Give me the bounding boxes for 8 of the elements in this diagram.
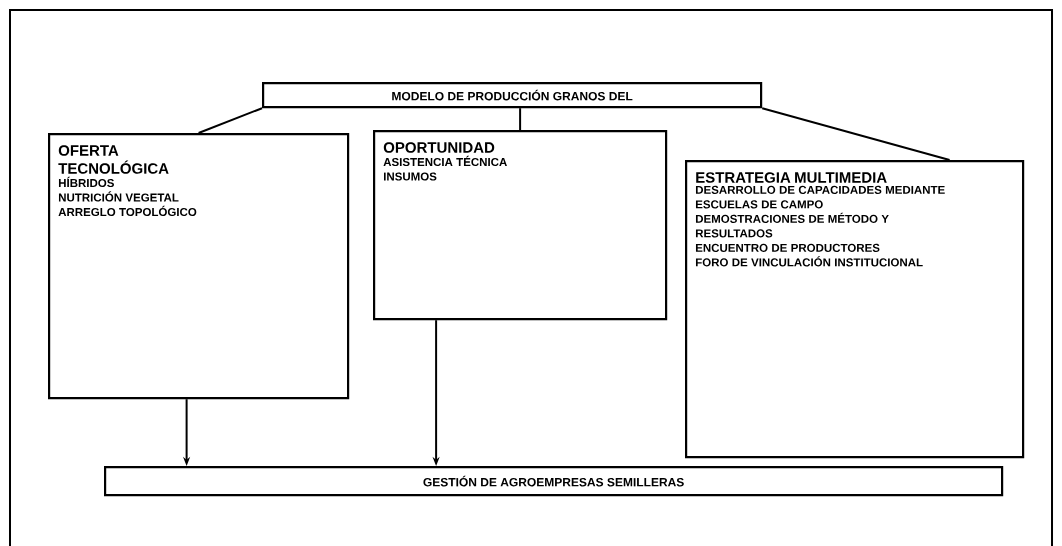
title-box: MODELO DE PRODUCCIÓN GRANOS DEL <box>262 82 763 109</box>
content-box: OPORTUNIDAD ASISTENCIA TÉCNICA INSUMOS <box>373 130 668 321</box>
title-box: GESTIÓN DE AGROEMPRESAS SEMILLERAS <box>104 466 1004 497</box>
connector-line <box>197 107 263 134</box>
content-box: ESTRATEGIA MULTIMEDIA DESARROLLO DE CAPACIDADES MEDIANTE ESCUELAS DE CAMPO DEMOSTRACIONES DE MÉTODO Y RESULTADOS ENCUENTRO DE PRODUCTORES FORO DE VINCULACIÓN INSTITUCIONAL <box>685 160 1025 459</box>
content-box: OFERTA TECNOLÓGICA HÍBRIDOS NUTRICIÓN VEGETAL ARREGLO TOPOLÓGICO <box>48 133 350 400</box>
connector-line <box>519 107 522 131</box>
connector-line <box>761 107 951 161</box>
